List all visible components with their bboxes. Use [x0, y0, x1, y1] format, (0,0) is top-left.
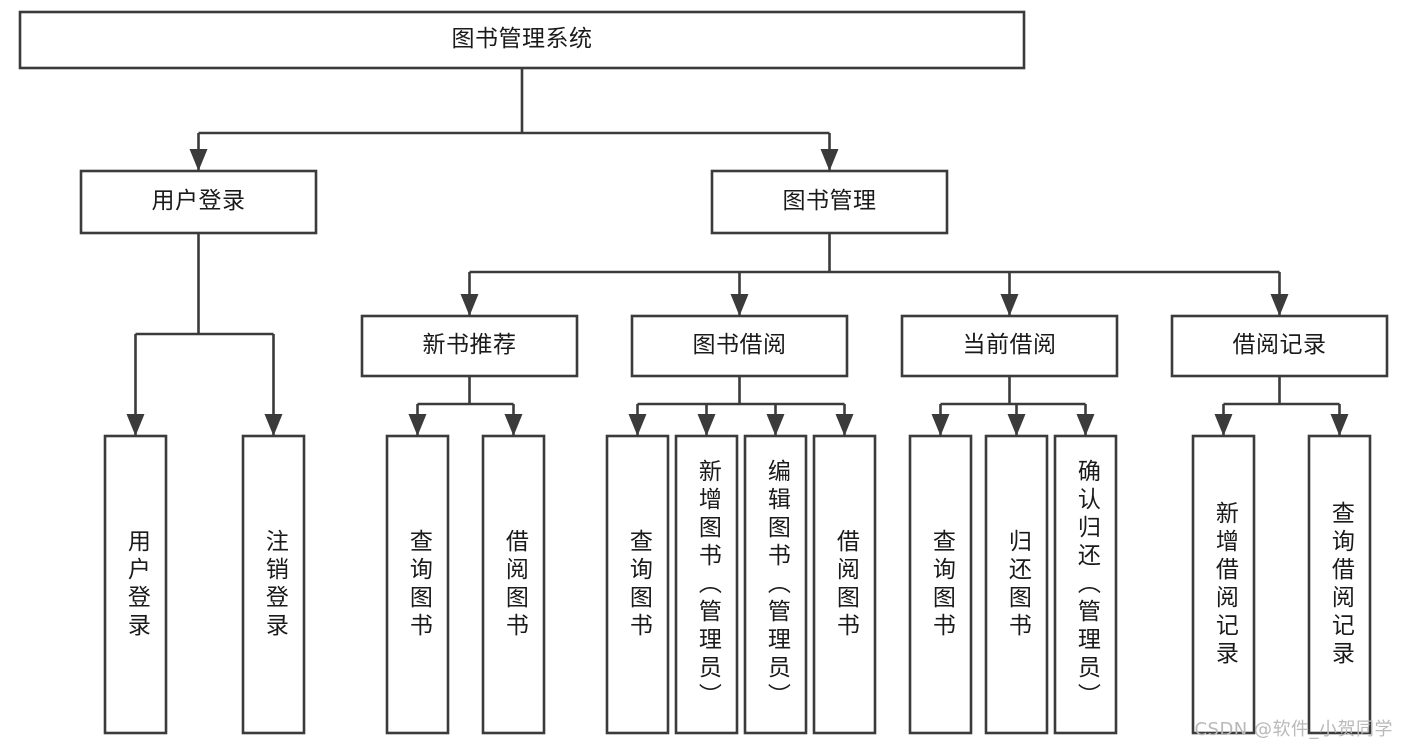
node-box-root[interactable] [18, 10, 1026, 70]
node-box-leaf-borrow-book-2[interactable] [812, 434, 877, 735]
arrow-icon-leaf-user-logout [264, 414, 283, 436]
node-box-book-manage[interactable] [710, 169, 949, 235]
arrow-icon-new-book-recommend [460, 294, 479, 316]
arrow-icon-leaf-query-book-1 [408, 414, 427, 436]
arrow-icon-borrow-record [1270, 294, 1289, 316]
node-box-leaf-return-book[interactable] [984, 434, 1049, 735]
node-box-book-borrow[interactable] [630, 314, 849, 378]
arrow-icon-book-manage [820, 149, 839, 171]
arrow-icon-leaf-user-login [126, 414, 145, 436]
arrow-icon-leaf-confirm-return-admin [1076, 414, 1095, 436]
arrow-icon-leaf-borrow-book-1 [504, 414, 523, 436]
node-box-leaf-edit-book-admin[interactable] [743, 434, 808, 735]
node-box-leaf-confirm-return-admin[interactable] [1053, 434, 1118, 735]
node-box-leaf-query-book-3[interactable] [908, 434, 973, 735]
arrow-icon-leaf-return-book [1007, 414, 1026, 436]
node-box-leaf-add-book-admin[interactable] [674, 434, 739, 735]
node-box-leaf-add-borrow-record[interactable] [1191, 434, 1256, 735]
node-box-leaf-query-book-1[interactable] [385, 434, 450, 735]
node-box-user-login[interactable] [79, 169, 318, 235]
arrow-icon-leaf-add-book-admin [697, 414, 716, 436]
node-box-leaf-user-logout[interactable] [241, 434, 306, 735]
arrow-icon-leaf-query-book-2 [628, 414, 647, 436]
arrow-icon-leaf-query-book-3 [931, 414, 950, 436]
arrow-icon-book-borrow [730, 294, 749, 316]
node-box-borrow-record[interactable] [1170, 314, 1389, 378]
node-box-leaf-borrow-book-1[interactable] [481, 434, 546, 735]
node-box-current-borrow[interactable] [900, 314, 1119, 378]
arrow-icon-current-borrow [1000, 294, 1019, 316]
node-box-new-book-recommend[interactable] [360, 314, 579, 378]
arrow-icon-leaf-edit-book-admin [766, 414, 785, 436]
node-box-leaf-query-book-2[interactable] [605, 434, 670, 735]
watermark: CSDN @软件_小贺同学 [1194, 719, 1393, 740]
arrow-icon-leaf-query-borrow-record [1330, 414, 1349, 436]
arrow-icon-leaf-borrow-book-2 [835, 414, 854, 436]
node-box-leaf-query-borrow-record[interactable] [1307, 434, 1372, 735]
node-box-leaf-user-login[interactable] [103, 434, 168, 735]
connector-layer [126, 68, 1349, 436]
arrow-icon-leaf-add-borrow-record [1214, 414, 1233, 436]
box-layer [18, 10, 1389, 735]
arrow-icon-user-login [189, 149, 208, 171]
